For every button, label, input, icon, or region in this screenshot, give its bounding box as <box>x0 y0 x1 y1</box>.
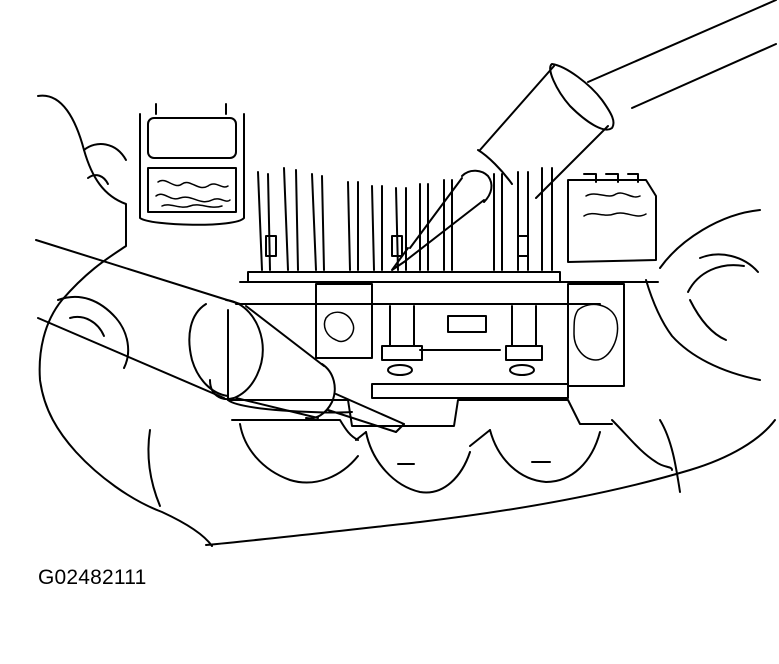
test-probe-lower <box>35 239 405 433</box>
test-probe-upper <box>391 0 777 271</box>
regulator-assembly <box>227 173 659 414</box>
terminal-cap <box>139 103 245 226</box>
heat-sink-fins <box>247 167 561 283</box>
brush-pockets <box>227 399 613 494</box>
figure-id-label: G02482111 <box>38 566 147 589</box>
alternator-housing <box>37 94 776 547</box>
